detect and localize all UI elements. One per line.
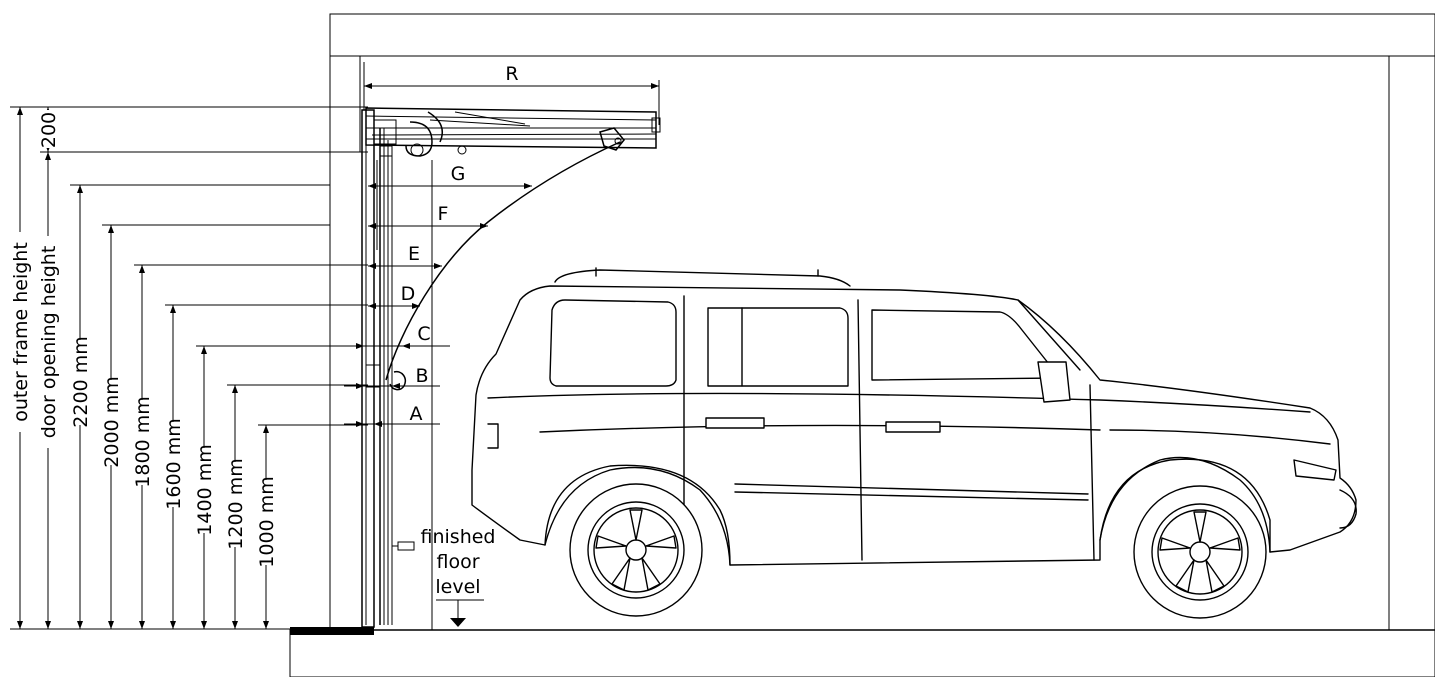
- dim-f-label: F: [438, 203, 449, 225]
- dim-e-label: E: [408, 243, 420, 265]
- dim-a-label: A: [410, 403, 423, 425]
- right-wall: [1388, 55, 1435, 631]
- header-200-label: 200: [38, 112, 60, 148]
- front-wheel: [1133, 485, 1267, 619]
- height-1800-label: 1800 mm: [132, 396, 154, 487]
- finished-floor-level: finished floor level: [421, 526, 496, 627]
- dim-b-label: B: [415, 365, 428, 387]
- r-dimension: R: [363, 62, 660, 125]
- dim-d-label: D: [401, 283, 416, 305]
- outer-frame-height-label: outer frame height: [10, 242, 32, 422]
- floor-label-line3: level: [435, 576, 480, 598]
- car-illustration: [471, 267, 1357, 619]
- height-2200-label: 2200 mm: [70, 336, 92, 427]
- rear-wheel: [569, 483, 703, 617]
- height-1400-label: 1400 mm: [194, 444, 216, 535]
- floor-label-line2: floor: [436, 551, 479, 573]
- door-opening-height-label: door opening height: [38, 246, 60, 439]
- overhead-rail: [365, 107, 661, 157]
- height-dimensions: outer frame height door opening height 2…: [10, 106, 368, 630]
- height-1200-label: 1200 mm: [225, 458, 247, 549]
- dim-g-label: G: [451, 163, 466, 185]
- height-1600-label: 1600 mm: [163, 418, 185, 509]
- ceiling-slab: [329, 13, 1435, 57]
- height-1000-label: 1000 mm: [256, 476, 278, 567]
- height-2000-label: 2000 mm: [101, 376, 123, 467]
- door-frame: [361, 109, 415, 628]
- offset-dimensions: A B C D E F G: [344, 160, 532, 630]
- left-lintel: [329, 55, 361, 153]
- r-label: R: [505, 63, 518, 85]
- threshold-plate: [290, 627, 374, 635]
- dim-c-label: C: [417, 323, 430, 345]
- floor-label-line1: finished: [421, 526, 496, 548]
- floor-slab: [289, 629, 1435, 678]
